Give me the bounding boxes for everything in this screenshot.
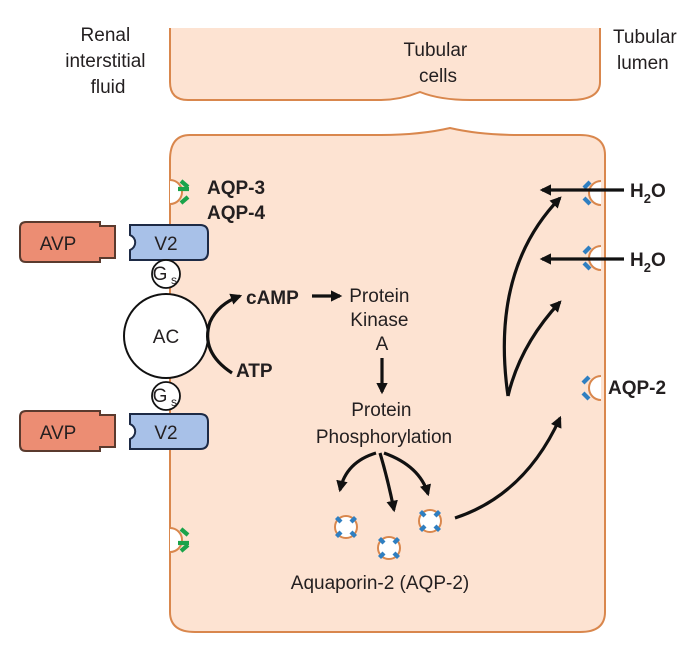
aqp3-aqp4-channel-bottom bbox=[169, 527, 190, 553]
atp-to-camp-arrow bbox=[206, 293, 243, 375]
trafficking-arrow-2 bbox=[506, 300, 562, 397]
h2o-label-2: H2O bbox=[630, 250, 666, 275]
atp-label: ATP bbox=[236, 361, 273, 382]
phosphorylation-to-vesicle-2-arrow bbox=[378, 452, 398, 513]
aquaporin-2-label: Aquaporin-2 (AQP-2) bbox=[291, 573, 469, 594]
svg-text:AC: AC bbox=[153, 327, 179, 348]
avp-hormone-bottom: AVP bbox=[19, 410, 116, 452]
tubular-cells-label: Tubular cells bbox=[404, 40, 473, 87]
svg-text:V2: V2 bbox=[154, 234, 177, 255]
tubular-lumen-label: Tubular lumen bbox=[613, 27, 680, 74]
upper-tubular-cell bbox=[169, 28, 601, 101]
aqp2-vesicle-2 bbox=[378, 537, 400, 559]
protein-kinase-a-label: Protein Kinase A bbox=[349, 286, 414, 355]
gs-protein-top: G s bbox=[151, 259, 181, 289]
apical-aqp2-channel-1 bbox=[582, 180, 602, 206]
protein-phosphorylation-label: Protein Phosphorylation bbox=[316, 400, 452, 448]
avp-hormone-top: AVP bbox=[19, 221, 116, 263]
svg-text:V2: V2 bbox=[154, 423, 177, 444]
trafficking-arrow-3 bbox=[502, 196, 562, 397]
adenylyl-cyclase: AC bbox=[123, 293, 209, 379]
h2o-label-1: H2O bbox=[630, 181, 666, 206]
main-tubular-cell bbox=[169, 126, 606, 633]
svg-text:G: G bbox=[153, 386, 168, 407]
aqp3-label: AQP-3 bbox=[207, 178, 265, 199]
svg-text:G: G bbox=[153, 264, 168, 285]
phosphorylation-to-vesicle-1-arrow bbox=[336, 451, 377, 493]
aqp4-label: AQP-4 bbox=[207, 203, 266, 224]
trafficking-arrow-1 bbox=[454, 415, 562, 520]
aqp3-aqp4-channel-top bbox=[169, 179, 190, 205]
v2-receptor-top: V2 bbox=[129, 224, 209, 261]
aqp2-vesicle-1 bbox=[335, 516, 357, 538]
v2-receptor-bottom: V2 bbox=[129, 413, 209, 450]
phosphorylation-to-vesicle-3-arrow bbox=[383, 451, 432, 497]
renal-interstitial-fluid-label: Renal interstitial fluid bbox=[65, 25, 151, 98]
svg-text:AVP: AVP bbox=[40, 234, 77, 255]
svg-text:AVP: AVP bbox=[40, 423, 77, 444]
gs-protein-bottom: G s bbox=[151, 381, 181, 411]
camp-label: cAMP bbox=[246, 288, 299, 309]
svg-text:s: s bbox=[171, 395, 177, 409]
svg-text:s: s bbox=[171, 273, 177, 287]
aqp2-vesicle-3 bbox=[419, 510, 441, 532]
apical-aqp2-channel-3 bbox=[581, 375, 602, 401]
aqp2-apical-label: AQP-2 bbox=[608, 378, 666, 399]
